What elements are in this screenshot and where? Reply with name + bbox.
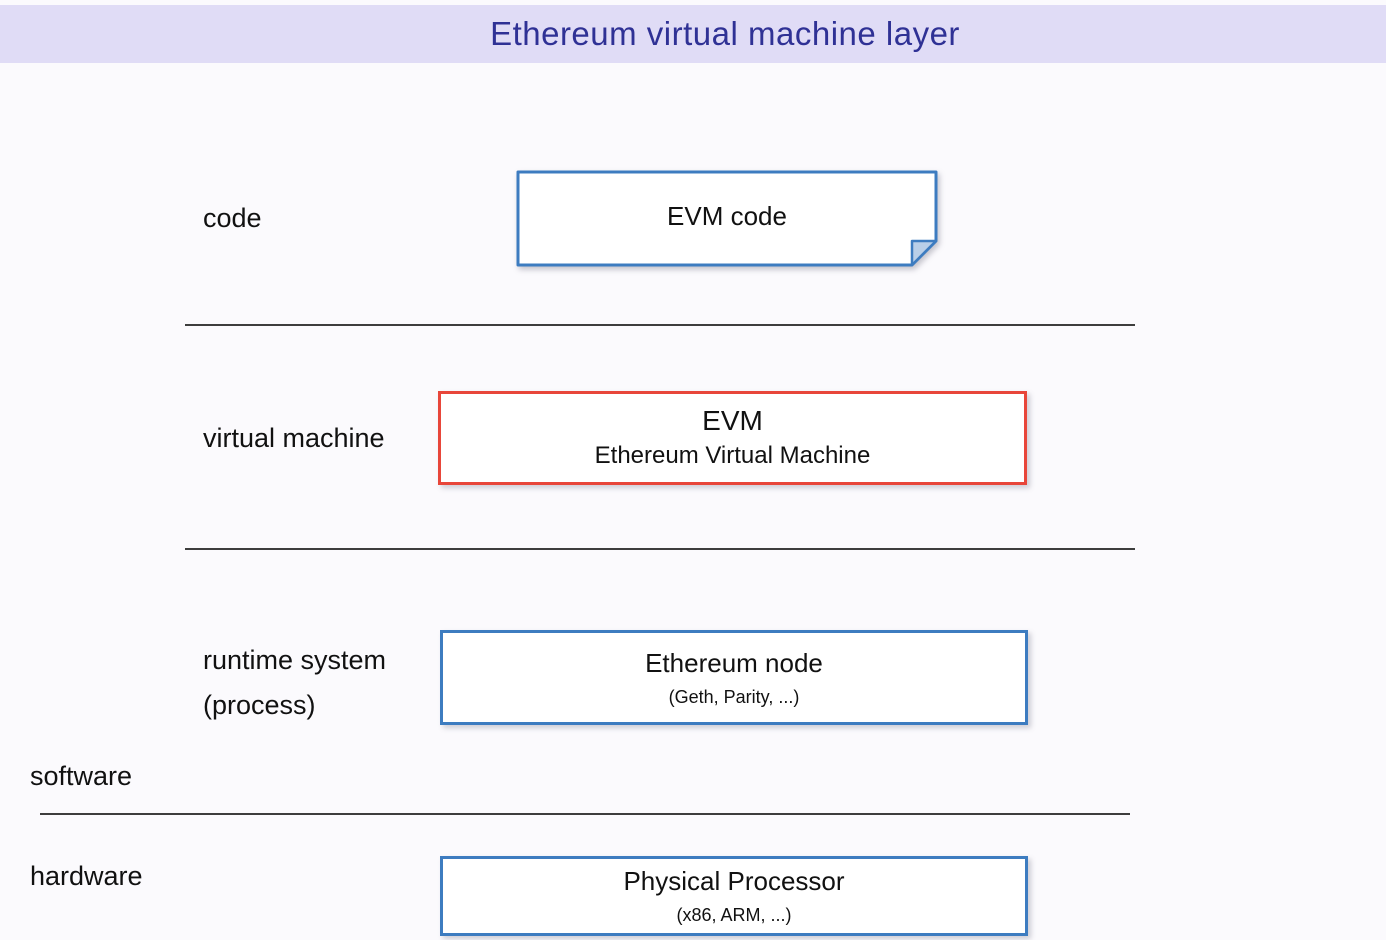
physical-processor-subtitle: (x86, ARM, ...) xyxy=(676,905,792,925)
title-bar: Ethereum virtual machine layer xyxy=(0,5,1386,63)
ethereum-node-subtitle: (Geth, Parity, ...) xyxy=(668,686,800,707)
evm-box-title: EVM xyxy=(702,405,763,436)
evm-code-title: EVM code xyxy=(667,201,787,231)
side-label-software: software xyxy=(30,761,133,791)
ethereum-node-title: Ethereum node xyxy=(645,647,823,678)
evm-box: EVM Ethereum Virtual Machine xyxy=(438,391,1027,485)
runtime-label-line1: runtime system xyxy=(203,645,387,675)
physical-processor-title: Physical Processor xyxy=(623,866,845,896)
evm-box-subtitle: Ethereum Virtual Machine xyxy=(594,442,871,469)
separator-vm-runtime xyxy=(185,548,1135,550)
layer-label-code: code xyxy=(203,203,262,233)
note-fold-corner xyxy=(910,239,938,267)
side-label-hardware: hardware xyxy=(30,861,143,891)
ethereum-node-box: Ethereum node (Geth, Parity, ...) xyxy=(440,630,1028,725)
physical-processor-box: Physical Processor (x86, ARM, ...) xyxy=(440,856,1028,936)
runtime-label-line2: (process) xyxy=(203,690,316,720)
note-shape-svg xyxy=(516,170,938,267)
layer-label-runtime-system: runtime system (process) xyxy=(203,638,386,728)
page-title: Ethereum virtual machine layer xyxy=(490,15,960,52)
separator-software-hardware xyxy=(40,813,1130,815)
layer-label-virtual-machine: virtual machine xyxy=(203,423,385,453)
evm-code-note: EVM code xyxy=(516,170,938,267)
separator-code-vm xyxy=(185,324,1135,326)
